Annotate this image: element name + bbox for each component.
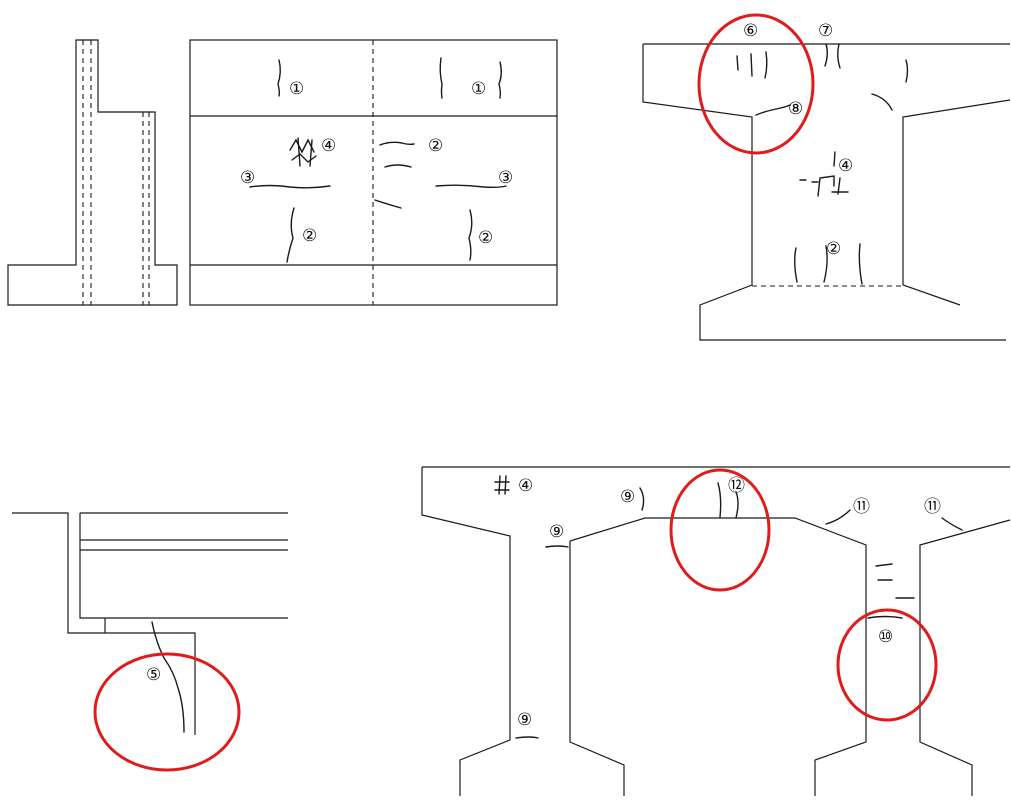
- wall-section: [7, 39, 178, 306]
- highlight-circles: [93, 13, 938, 772]
- label-1-left: ①: [289, 79, 304, 99]
- label-4-tbeam: ④: [838, 156, 853, 176]
- label-4-box: ④: [518, 476, 533, 496]
- label-5: ⑤: [146, 665, 161, 685]
- highlight-circle-5: [93, 652, 241, 772]
- wall-elevation: [189, 39, 558, 306]
- label-8: ⑧: [788, 99, 803, 119]
- box-girder-section: [421, 466, 1011, 796]
- label-12: ⑫: [728, 476, 745, 496]
- label-11-right: ⑪: [924, 497, 941, 517]
- label-3-right: ③: [498, 168, 513, 188]
- label-2-wall-upper: ②: [428, 136, 443, 156]
- crack-labels: ① ① ④ ② ③ ③ ② ② ⑥ ⑦ ⑧ ④ ② ⑤ ④ ⑨ ⑫ ⑪ ⑪ ⑨ …: [146, 21, 941, 730]
- highlight-circle-10: [836, 608, 938, 722]
- label-6: ⑥: [743, 21, 758, 41]
- label-10: ⑩: [878, 627, 893, 647]
- highlight-circle-6-8: [697, 13, 815, 155]
- label-11-left: ⑪: [853, 497, 870, 517]
- label-7: ⑦: [818, 21, 833, 41]
- label-2-wall-left: ②: [302, 226, 317, 246]
- label-1-right: ①: [471, 79, 486, 99]
- label-2-tbeam: ②: [826, 239, 841, 259]
- label-4-wall: ④: [321, 136, 336, 156]
- highlight-circle-12: [669, 468, 771, 592]
- label-9-top: ⑨: [620, 487, 635, 507]
- label-2-wall-right: ②: [478, 228, 493, 248]
- label-9-mid: ⑨: [549, 522, 564, 542]
- label-3-left: ③: [240, 168, 255, 188]
- label-9-bottom: ⑨: [517, 710, 532, 730]
- t-beam-section: [642, 43, 1011, 341]
- bearing-detail: [12, 512, 288, 735]
